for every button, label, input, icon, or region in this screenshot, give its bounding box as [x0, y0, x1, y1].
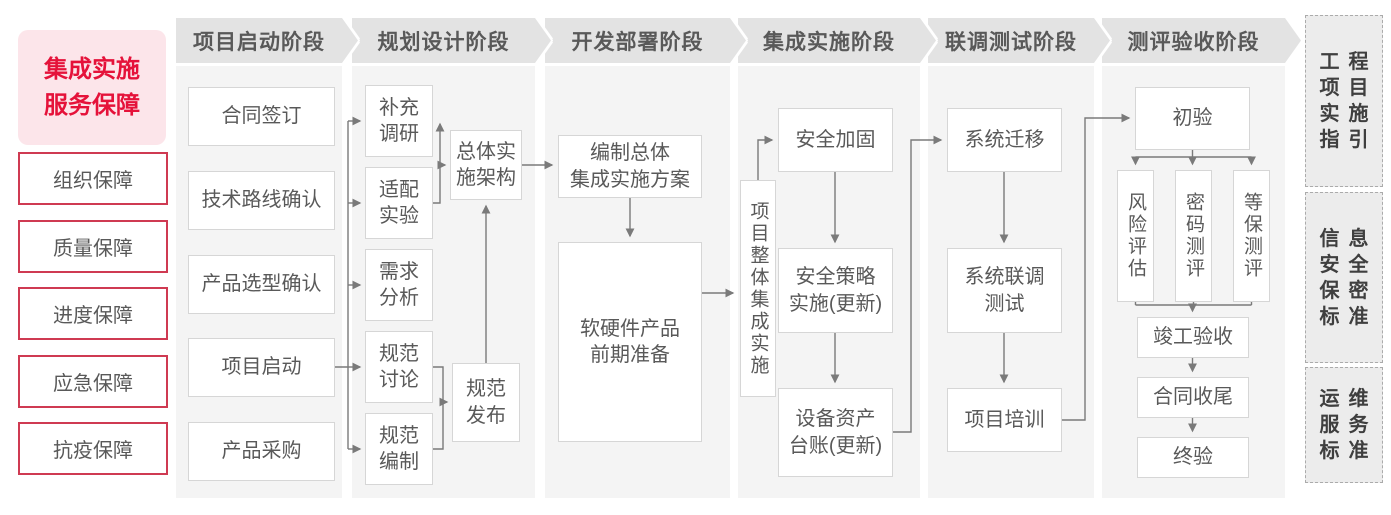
flow-box-supplement-research: 补充 调研	[365, 85, 433, 157]
flow-box-compile-plan: 编制总体 集成实施方案	[558, 135, 702, 198]
flow-box-project-training: 项目培训	[947, 388, 1062, 452]
sidebar-guarantee-emergency: 应急保障	[18, 355, 168, 408]
phase-header-label: 开发部署阶段	[545, 18, 746, 63]
flow-box-spec-discussion: 规范 讨论	[365, 331, 433, 403]
phase-header-label: 集成实施阶段	[738, 18, 936, 63]
flow-box-security-policy: 安全策略 实施(更新)	[778, 248, 893, 333]
flow-box-asset-ledger: 设备资产 台账(更新)	[778, 388, 893, 477]
phase-header-label: 项目启动阶段	[176, 18, 358, 63]
sidebar-title-card: 集成实施 服务保障	[18, 30, 166, 145]
flow-box-product-preparation: 软硬件产品 前期准备	[558, 242, 702, 442]
flow-box-risk-assessment: 风险评估	[1117, 170, 1154, 302]
flow-box-product-selection: 产品选型确认	[188, 255, 335, 314]
flow-box-project-kickoff: 项目启动	[188, 338, 335, 397]
flow-box-completion-acceptance: 竣工验收	[1137, 317, 1249, 358]
flow-box-adaptation-test: 适配 实验	[365, 167, 433, 239]
phase-header-3: 开发部署阶段	[545, 18, 746, 63]
standard-card-project-guide: 工程 项目 实施 指引	[1305, 15, 1383, 187]
standard-card-ops-standard: 运维 服务 标准	[1305, 367, 1383, 483]
flow-box-spec-release: 规范 发布	[452, 363, 520, 442]
flow-box-overall-integration: 项目整体集成实施	[740, 180, 776, 397]
flow-box-spec-drafting: 规范 编制	[365, 413, 433, 485]
phase-header-label: 测评验收阶段	[1102, 18, 1301, 63]
sidebar-guarantee-organization: 组织保障	[18, 152, 168, 205]
phase-header-6: 测评验收阶段	[1102, 18, 1301, 63]
flow-box-joint-testing: 系统联调 测试	[947, 248, 1062, 333]
sidebar-guarantee-schedule: 进度保障	[18, 287, 168, 340]
flow-box-overall-architecture: 总体实 施架构	[450, 130, 522, 200]
flow-box-mlps-evaluation: 等保测评	[1233, 170, 1270, 302]
flow-box-contract-closure: 合同收尾	[1137, 377, 1249, 418]
flow-box-procurement: 产品采购	[188, 422, 335, 481]
phase-header-label: 联调测试阶段	[928, 18, 1110, 63]
phase-header-5: 联调测试阶段	[928, 18, 1110, 63]
phase-header-1: 项目启动阶段	[176, 18, 358, 63]
sidebar-guarantee-epidemic: 抗疫保障	[18, 422, 168, 475]
standard-card-security-standard: 信息 安全 保密 标准	[1305, 192, 1383, 363]
flow-box-contract-signing: 合同签订	[188, 87, 335, 146]
flow-box-crypto-evaluation: 密码测评	[1175, 170, 1212, 302]
flow-box-initial-acceptance: 初验	[1135, 87, 1250, 150]
phase-header-label: 规划设计阶段	[352, 18, 551, 63]
flow-box-security-hardening: 安全加固	[778, 108, 893, 172]
flow-box-final-acceptance: 终验	[1137, 437, 1249, 478]
flow-box-requirement-analysis: 需求 分析	[365, 249, 433, 321]
phase-header-2: 规划设计阶段	[352, 18, 551, 63]
flow-box-tech-route: 技术路线确认	[188, 171, 335, 230]
flow-box-system-migration: 系统迁移	[947, 108, 1062, 172]
phase-header-4: 集成实施阶段	[738, 18, 936, 63]
sidebar-guarantee-quality: 质量保障	[18, 220, 168, 273]
